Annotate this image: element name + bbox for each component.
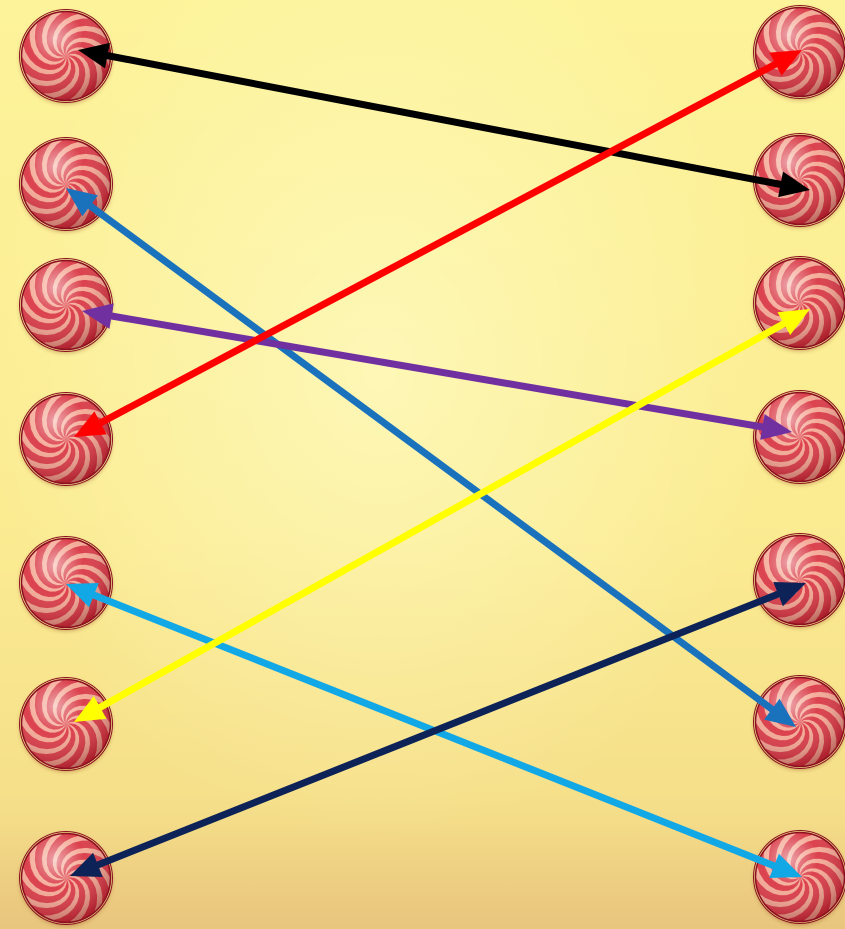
arrowhead-left-7 [70, 853, 103, 877]
arrowhead-right-5 [769, 854, 802, 878]
connection-line-1 [102, 55, 787, 186]
arrowhead-left-3 [82, 303, 114, 329]
arrowhead-right-7 [773, 582, 806, 606]
connection-line-3 [106, 315, 769, 428]
connection-line-6 [95, 321, 789, 711]
arrowhead-left-1 [78, 43, 110, 69]
arrowhead-right-1 [778, 172, 810, 198]
arrowhead-left-5 [66, 583, 99, 607]
arrowhead-right-3 [760, 414, 792, 440]
